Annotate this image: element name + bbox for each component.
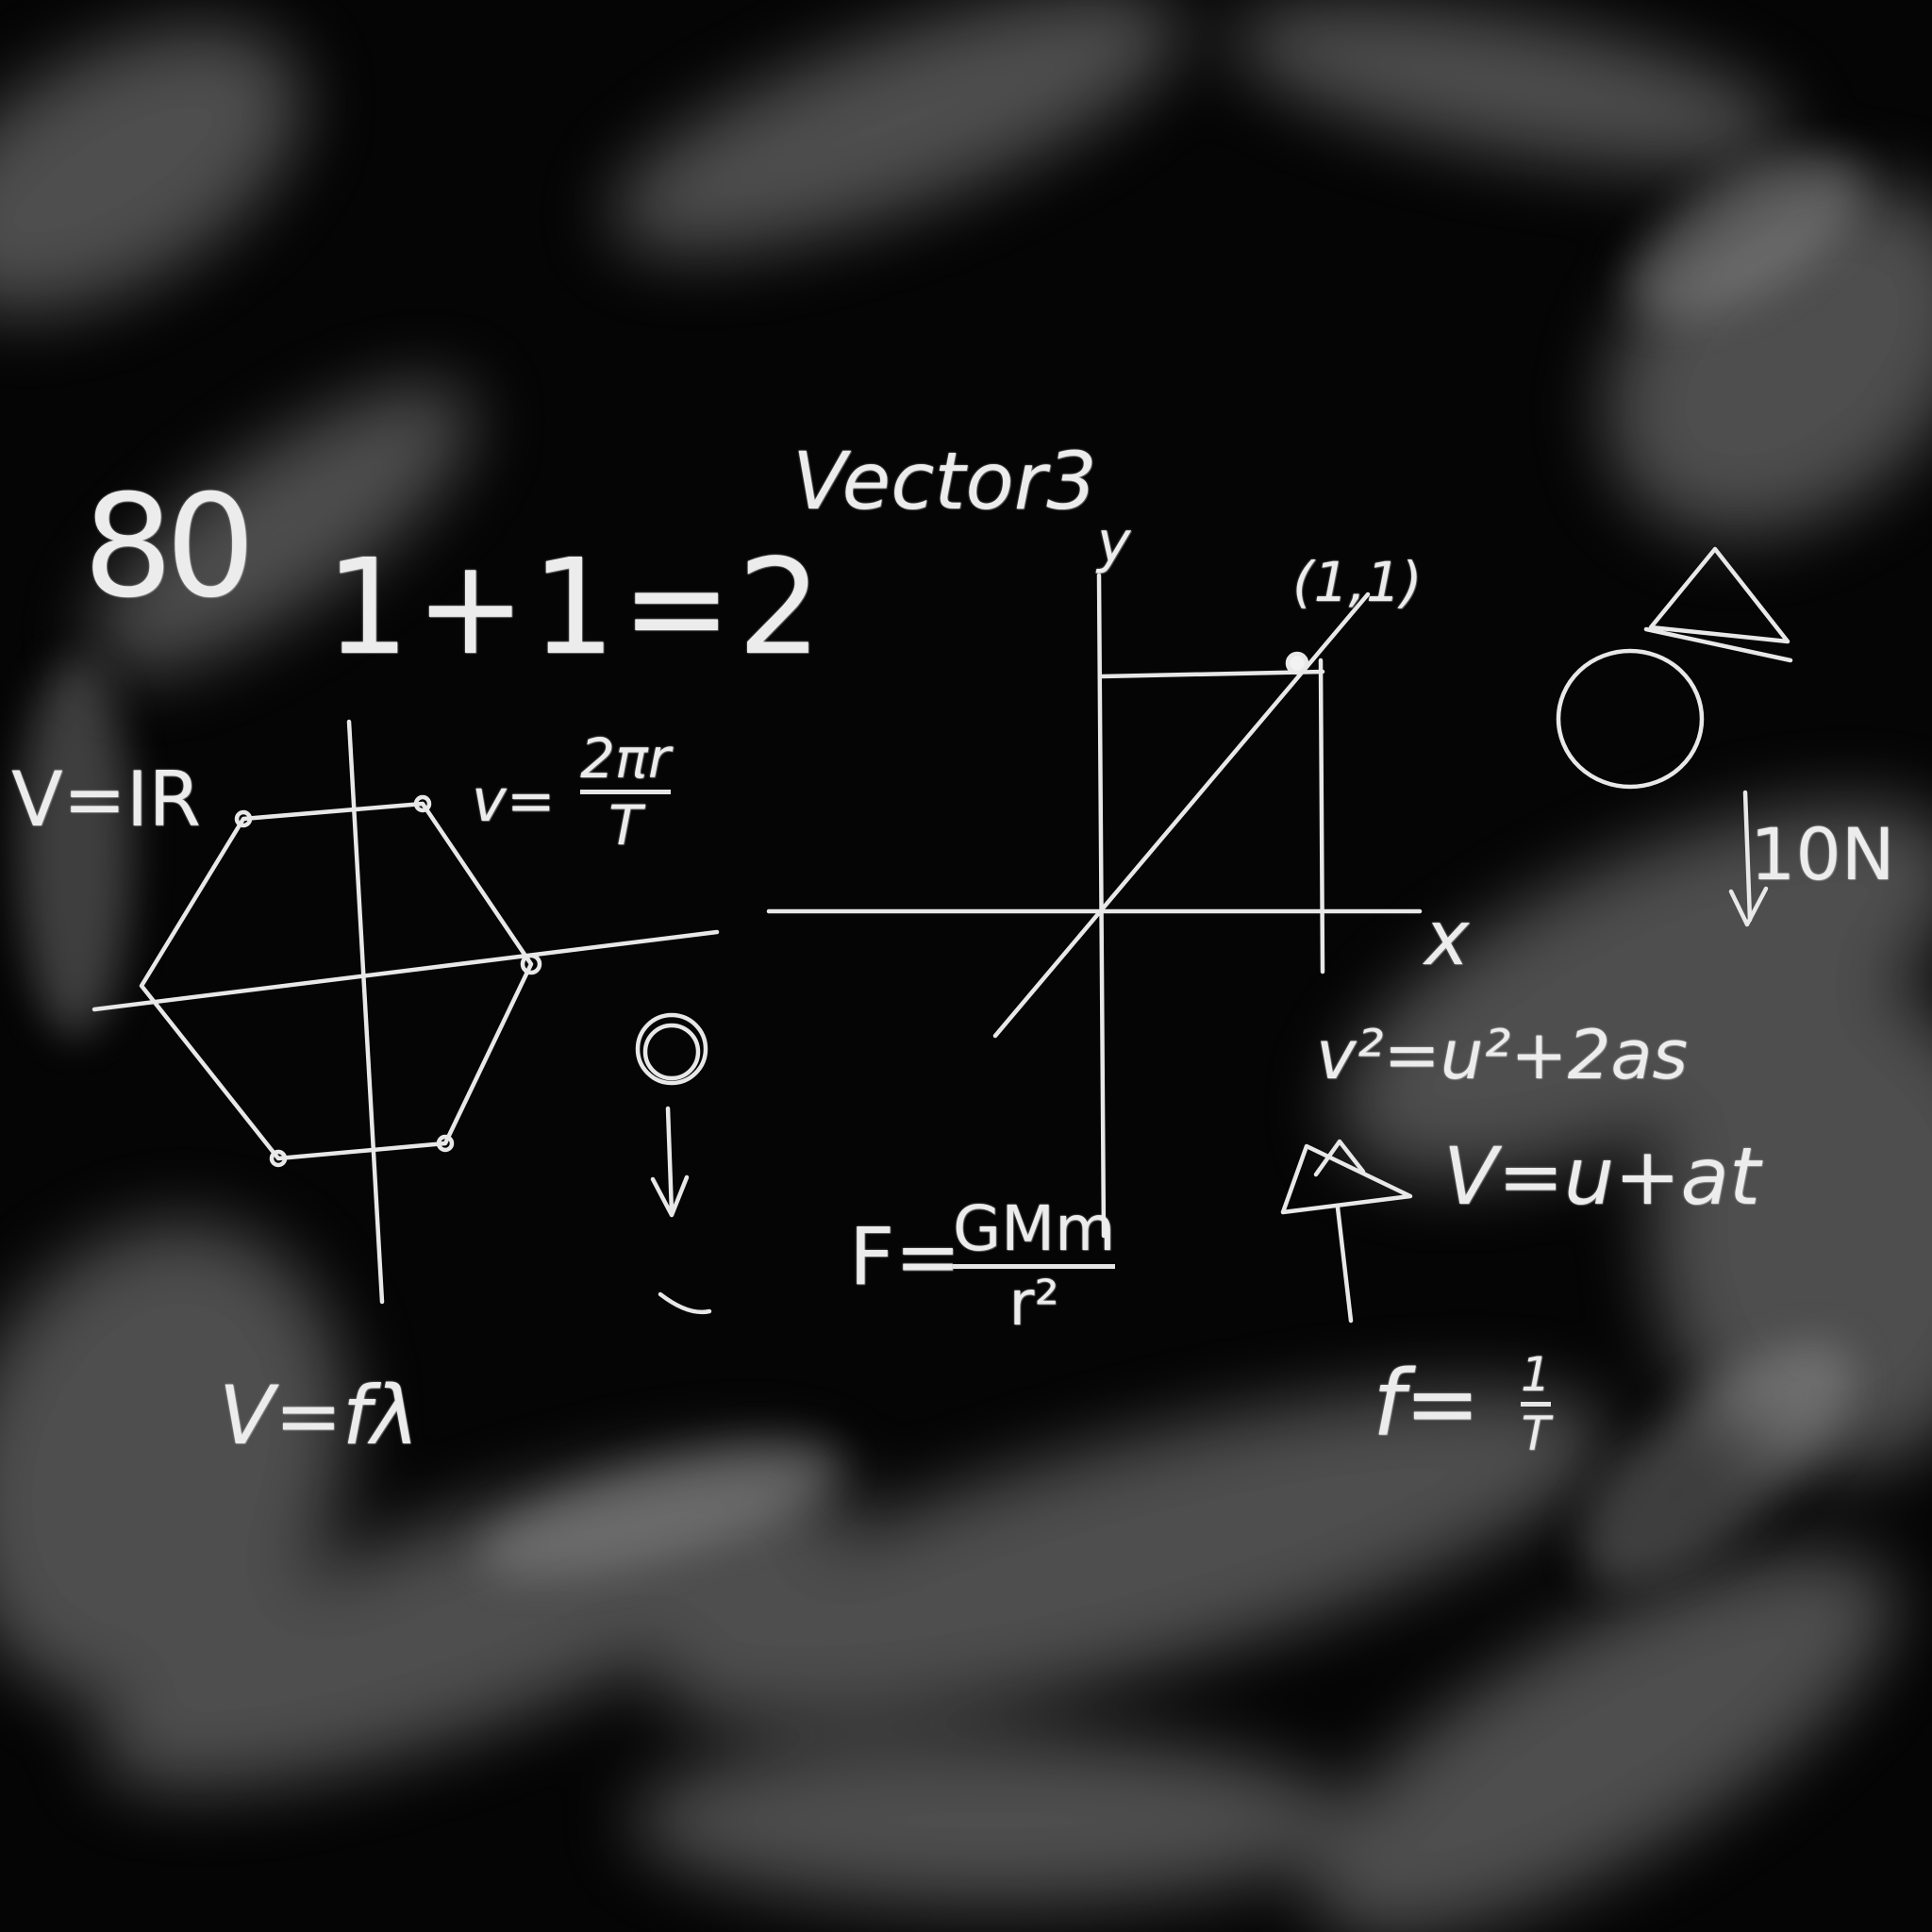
force-arrow-line xyxy=(1742,790,1753,923)
circular-velocity-lhs: v= xyxy=(472,766,556,835)
hexagon-vertex-dot xyxy=(413,794,432,813)
frequency-lhs: f= xyxy=(1373,1351,1481,1457)
ball-arrow-head xyxy=(650,1174,690,1218)
point-projection-horizontal xyxy=(1099,669,1325,679)
hexagon-shape xyxy=(139,801,534,1161)
ball-circle-inner xyxy=(642,1023,701,1081)
hexagon-vertex-dot xyxy=(520,953,542,975)
x-axis-label: x xyxy=(1424,894,1470,982)
frequency-denominator: T xyxy=(1521,1407,1551,1461)
fraction-bar xyxy=(953,1264,1116,1269)
circular-velocity-numerator: 2πr xyxy=(580,726,671,791)
circular-velocity-denominator: T xyxy=(608,793,642,858)
fraction-bar xyxy=(580,790,671,794)
falling-ball-diagram xyxy=(635,1012,712,1315)
gravity-denominator: r² xyxy=(1008,1267,1059,1340)
fraction-bar xyxy=(1521,1402,1551,1407)
circle-shape xyxy=(1556,648,1705,790)
triangle-base-extra xyxy=(1643,626,1793,663)
ball-arrow-line xyxy=(665,1106,675,1215)
equation-suvat-velocity: V=u+at xyxy=(1443,1130,1760,1223)
hexagon-vertex-dot xyxy=(436,1134,455,1153)
force-arrow-head xyxy=(1728,886,1769,927)
triangle-shape xyxy=(1648,546,1790,644)
ball-landing-arc xyxy=(658,1291,712,1315)
small-arrow-line xyxy=(1335,1205,1354,1324)
equation-suvat-velocity-squared: v²=u²+2as xyxy=(1316,1015,1689,1094)
coordinate-axes xyxy=(766,573,1423,1239)
y-axis-line xyxy=(1096,573,1107,1239)
number-80: 80 xyxy=(83,465,256,629)
equation-one-plus-one: 1+1=2 xyxy=(325,531,827,685)
hexagon-vertical-axis xyxy=(346,719,385,1305)
small-triangle-shape xyxy=(1280,1143,1413,1215)
vector-line xyxy=(992,591,1371,1039)
point-label: (1,1) xyxy=(1292,550,1423,614)
small-triangle-arrow xyxy=(1280,1139,1413,1324)
circular-velocity-fraction: 2πr T xyxy=(580,731,671,853)
point-dot xyxy=(1285,651,1309,675)
small-arrow-head xyxy=(1313,1139,1366,1177)
ball-circle xyxy=(635,1012,708,1086)
frequency-numerator: 1 xyxy=(1521,1347,1551,1402)
equation-wave-speed: V=fλ xyxy=(219,1369,420,1463)
vector-label: Vector3 xyxy=(792,435,1097,527)
hexagon-diagram xyxy=(92,719,720,1305)
gravity-fraction: GMm r² xyxy=(953,1192,1116,1340)
gravity-lhs: F= xyxy=(849,1210,961,1303)
y-axis-label: y xyxy=(1097,509,1131,575)
equation-ohms-law: V=IR xyxy=(11,756,201,843)
point-projection-vertical xyxy=(1318,658,1325,974)
hexagon-horizontal-axis xyxy=(92,929,720,1012)
force-label: 10N xyxy=(1750,812,1895,896)
hexagon-vertex-dot xyxy=(234,809,253,828)
triangle-circle-diagram xyxy=(1556,546,1793,927)
gravity-numerator: GMm xyxy=(953,1192,1116,1265)
frequency-fraction: 1 T xyxy=(1521,1351,1551,1457)
hexagon-vertex-dot xyxy=(269,1149,288,1168)
